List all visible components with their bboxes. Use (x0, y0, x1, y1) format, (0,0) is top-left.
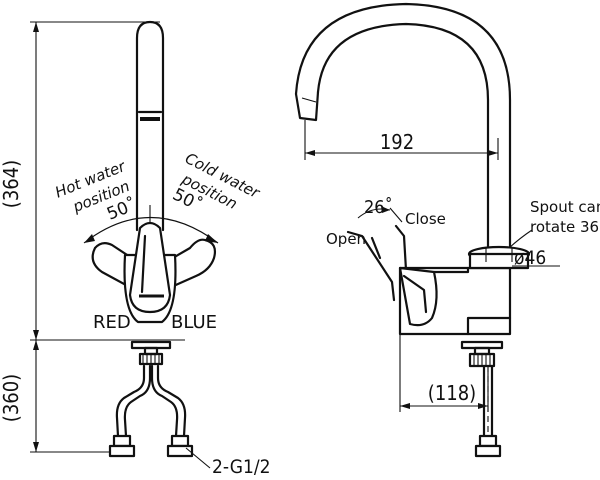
height-upper-label: (364) (0, 160, 23, 208)
height-lower-label: (360) (0, 374, 23, 422)
cold-water-annotation: Cold water position 50˚ (169, 149, 263, 216)
spout-note-line-2: rotate 360 (530, 218, 600, 236)
mounting-base-front (130, 340, 172, 366)
spout-note-line-1: Spout can (530, 198, 600, 216)
depth-label: (118) (428, 381, 476, 405)
lever-angle-label: 26˚ (364, 197, 393, 218)
hot-water-annotation: Hot water position 50˚ (53, 157, 140, 225)
spout-collar (467, 245, 531, 270)
thread-size-label: 2-G1/2 (212, 456, 271, 478)
faucet-body-front (123, 221, 177, 324)
close-label: Close (405, 210, 446, 228)
lever-angle-annotation (357, 206, 403, 223)
reach-label: 192 (380, 130, 414, 154)
side-view: 192 26˚ Close Open (294, 2, 600, 458)
diameter-label: ø46 (514, 247, 546, 269)
open-label: Open (326, 230, 366, 248)
depth-dimension (399, 334, 489, 412)
front-view: (364) (360) RED BLUE (0, 20, 271, 478)
gooseneck-spout (294, 2, 512, 248)
lever-side (346, 224, 408, 302)
faucet-body-side (398, 266, 512, 336)
red-label: RED (93, 312, 131, 333)
spout-rotation-callout (508, 229, 560, 267)
lever-cold-position (150, 238, 217, 294)
blue-label: BLUE (171, 312, 217, 333)
spout-front (135, 20, 165, 232)
reach-dimension (304, 120, 499, 160)
supply-hoses-front (108, 364, 211, 469)
height-dimension (30, 21, 185, 453)
